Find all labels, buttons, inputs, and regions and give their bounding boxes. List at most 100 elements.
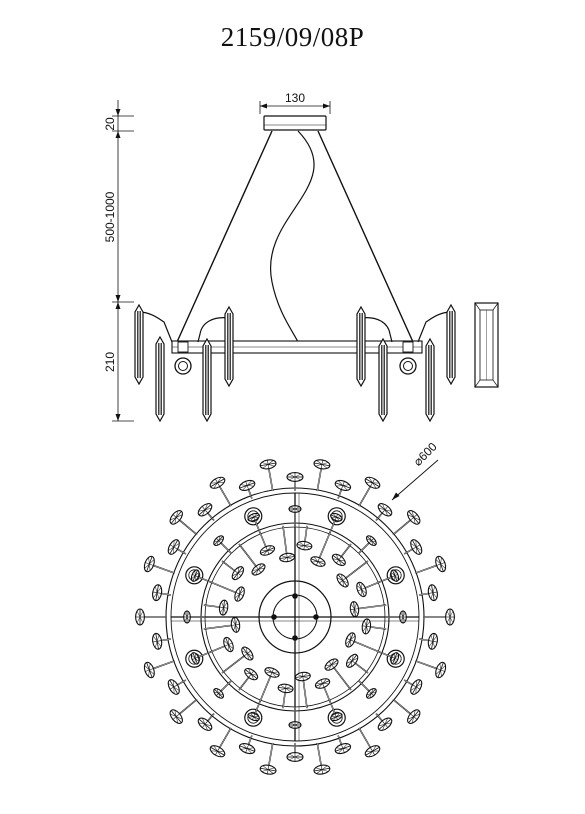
crystal-drop bbox=[213, 535, 232, 554]
crystal-drop bbox=[392, 698, 421, 724]
crystal-drop bbox=[392, 510, 421, 536]
crystal-drop bbox=[203, 599, 229, 616]
crystal-drop bbox=[190, 650, 213, 665]
crystal-drop bbox=[403, 679, 423, 695]
crystal-drop bbox=[336, 560, 369, 588]
crystal-drop bbox=[259, 459, 277, 492]
crystal-drop bbox=[152, 584, 172, 602]
crystal-drop bbox=[197, 713, 215, 731]
crystal-rods-side bbox=[134, 303, 456, 423]
crystal-drop bbox=[190, 569, 213, 584]
crystal-drop bbox=[328, 512, 343, 535]
crystal-drop bbox=[247, 512, 262, 535]
crystal-drop bbox=[183, 610, 205, 624]
canopy-width-dimension: 130 bbox=[259, 91, 331, 114]
crystal-drop bbox=[288, 707, 302, 729]
crystal-drop bbox=[167, 539, 187, 555]
crystal-profile-detail bbox=[474, 302, 499, 388]
crystal-drop bbox=[358, 727, 381, 758]
crystal-drop bbox=[259, 667, 280, 703]
crystal-drop bbox=[314, 678, 331, 703]
crystal-drop bbox=[356, 581, 381, 598]
crystal-drop bbox=[209, 581, 245, 602]
crystal-drop bbox=[135, 608, 167, 626]
crystal-drop bbox=[313, 459, 331, 492]
crystal-drop bbox=[169, 698, 198, 724]
suspension-cable-left bbox=[176, 130, 273, 343]
crystal-drop bbox=[334, 735, 352, 755]
crystal-drop bbox=[143, 555, 175, 574]
crystal-drop bbox=[221, 560, 245, 581]
crystal-drop bbox=[418, 584, 438, 602]
crystal-drop bbox=[334, 479, 352, 499]
crystal-drop bbox=[279, 525, 296, 563]
plan-view: ⌀600 bbox=[135, 439, 455, 775]
crystal-rod bbox=[425, 337, 435, 423]
crystal-drop bbox=[361, 618, 387, 635]
crystal-drop bbox=[288, 505, 302, 527]
crystal-drop bbox=[377, 650, 400, 665]
crystal-drop bbox=[209, 636, 234, 653]
diameter-dimension: ⌀600 bbox=[391, 439, 440, 501]
model-number: 2159/09/08P bbox=[220, 22, 365, 52]
crystal-drop bbox=[358, 476, 381, 507]
crystal-drop bbox=[286, 472, 304, 491]
crystal-rod bbox=[378, 337, 388, 423]
crystal-drop bbox=[238, 667, 259, 691]
crystal-drop bbox=[324, 658, 352, 691]
crystal-drop bbox=[247, 699, 262, 722]
crystal-drop bbox=[296, 525, 313, 551]
crystal-drop bbox=[203, 616, 241, 633]
crystal-drop bbox=[294, 671, 311, 709]
crystal-drop bbox=[259, 742, 277, 775]
crystal-rod bbox=[134, 303, 144, 386]
crystal-drop bbox=[209, 476, 232, 507]
crystal-drop bbox=[349, 601, 387, 618]
crystal-drop bbox=[152, 632, 172, 650]
canopy-height-label: 20 bbox=[103, 117, 117, 131]
crystal-drop bbox=[286, 743, 304, 762]
crystal-rod bbox=[155, 335, 165, 423]
crystal-drop bbox=[415, 660, 447, 679]
diameter-label: ⌀600 bbox=[411, 439, 440, 468]
crystal-drop bbox=[238, 735, 256, 755]
crystal-drop bbox=[197, 503, 215, 521]
height-dimensions: 20 500-1000 210 bbox=[103, 100, 134, 422]
side-elevation-view: 130 bbox=[103, 91, 499, 423]
suspension-cable-right bbox=[317, 130, 414, 343]
crystal-drop bbox=[358, 680, 377, 699]
crystal-drop bbox=[209, 727, 232, 758]
crystal-drop bbox=[345, 653, 369, 674]
suspension-length-label: 500-1000 bbox=[103, 191, 117, 242]
crystal-drop bbox=[385, 610, 407, 624]
canopy-width-label: 130 bbox=[285, 91, 305, 105]
plan-crystals bbox=[135, 459, 455, 775]
crystal-drop bbox=[418, 632, 438, 650]
crystal-drop bbox=[169, 510, 198, 536]
crystal-drop bbox=[328, 699, 343, 722]
crystal-drop bbox=[345, 632, 381, 653]
crystal-drop bbox=[259, 531, 276, 556]
crystal-rod bbox=[356, 305, 366, 388]
crystal-rod bbox=[446, 303, 456, 386]
crystal-drop bbox=[377, 569, 400, 584]
crystal-drop bbox=[221, 646, 254, 674]
crystal-drop bbox=[403, 539, 423, 555]
canopy bbox=[263, 115, 327, 131]
crystal-rod bbox=[224, 305, 234, 388]
body-height-label: 210 bbox=[103, 352, 117, 372]
crystal-drop bbox=[415, 555, 447, 574]
crystal-drop bbox=[277, 683, 294, 709]
crystal-drop bbox=[313, 742, 331, 775]
crystal-drop bbox=[375, 713, 393, 731]
crystal-drop bbox=[143, 660, 175, 679]
crystal-drop bbox=[331, 543, 352, 567]
power-cord bbox=[269, 130, 315, 343]
crystal-drop bbox=[310, 531, 331, 567]
crystal-drop bbox=[423, 608, 455, 626]
crystal-drop bbox=[167, 679, 187, 695]
crystal-drop bbox=[213, 680, 232, 699]
crystal-drop bbox=[358, 535, 377, 554]
crystal-drop bbox=[375, 503, 393, 521]
